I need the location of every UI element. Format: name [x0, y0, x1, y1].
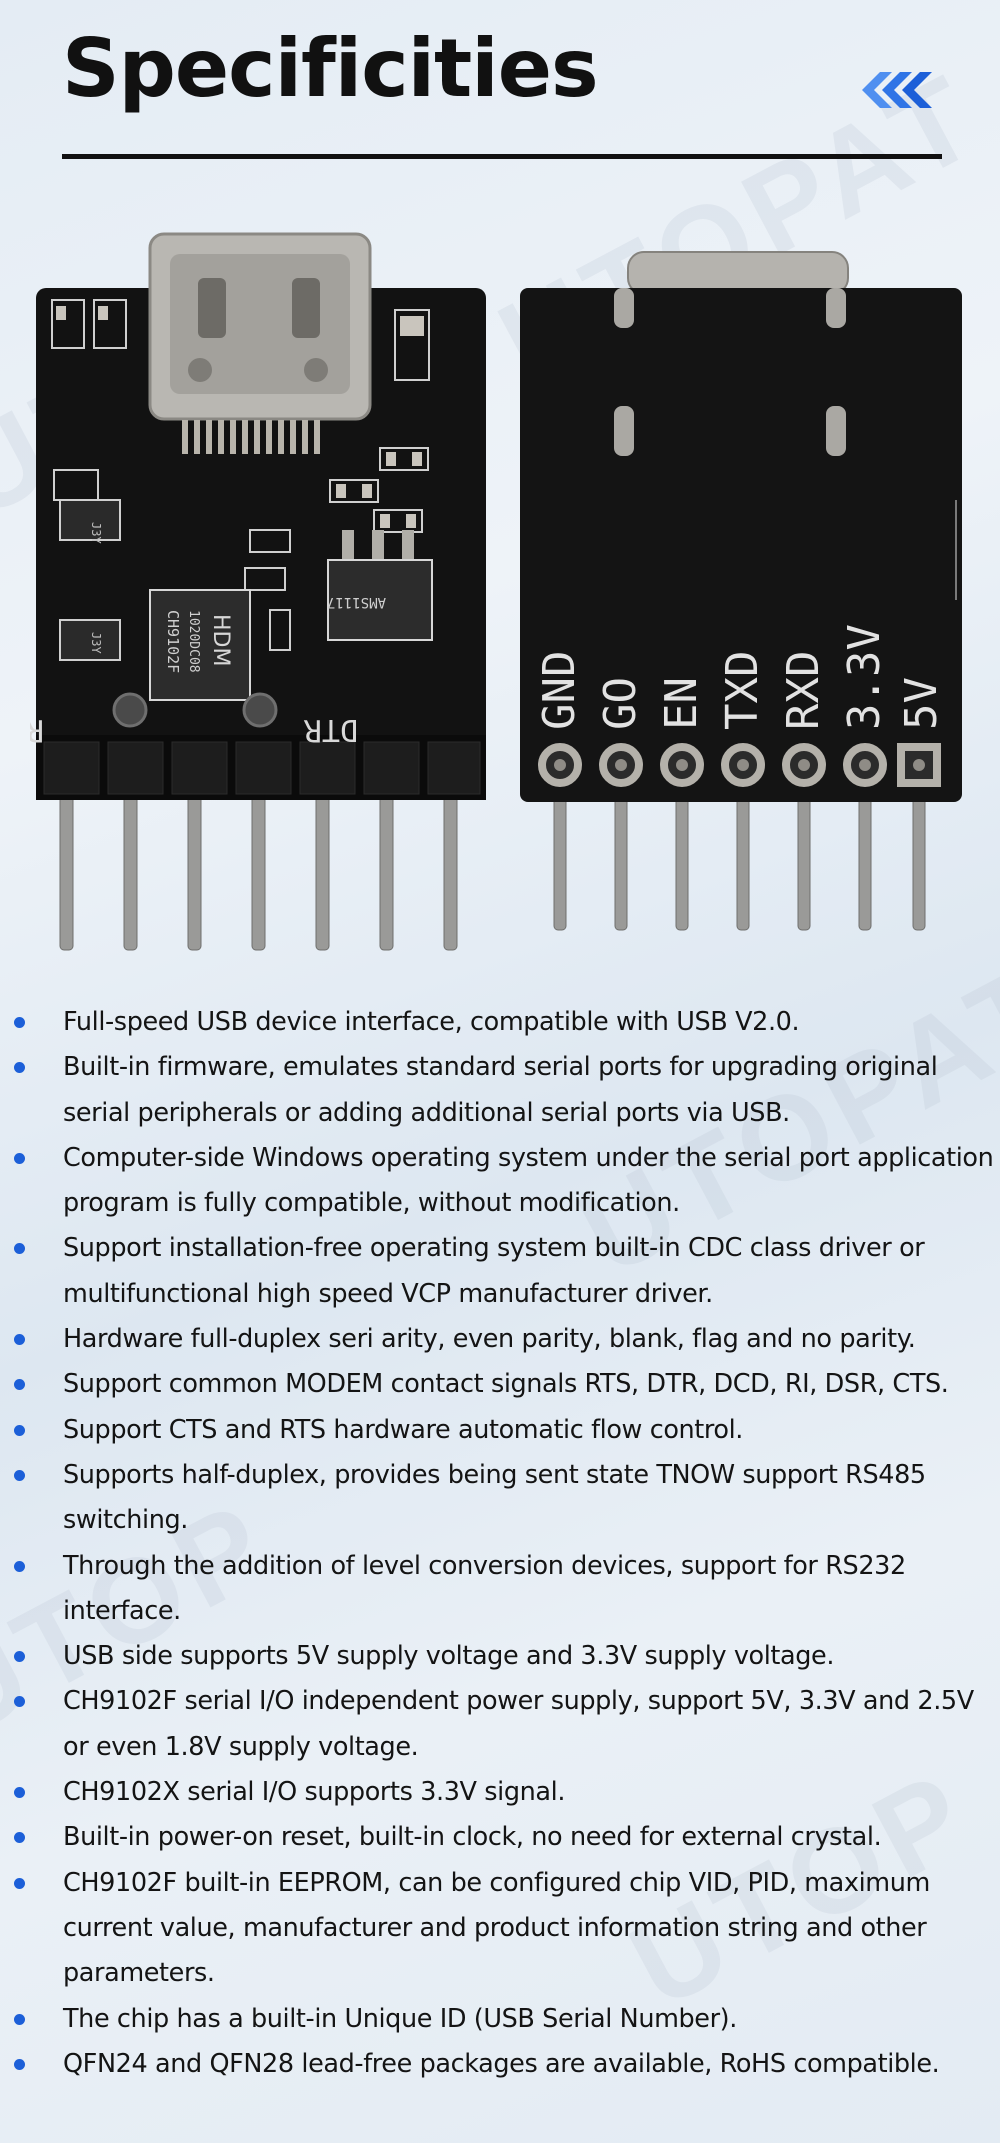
list-item: USB side supports 5V supply voltage and … — [14, 1634, 994, 1679]
bullet-icon — [14, 1379, 25, 1391]
pin-label-rxd: RXD — [778, 651, 829, 730]
bullet-icon — [14, 1832, 25, 1844]
bullet-icon — [14, 1017, 25, 1028]
list-item: Computer-side Windows operating system u… — [14, 1136, 994, 1227]
list-item: Supports half-duplex, provides being sen… — [14, 1453, 994, 1544]
bullet-icon — [14, 1334, 25, 1346]
list-item: CH9102F serial I/O independent power sup… — [14, 1679, 994, 1770]
bullet-icon — [14, 1152, 25, 1164]
list-item: Support installation-free operating syst… — [14, 1226, 994, 1317]
list-item: CH9102F built-in EEPROM, can be configur… — [14, 1861, 994, 1997]
pin-label-go: GO — [595, 677, 646, 730]
bullet-icon — [14, 1560, 25, 1572]
bullet-icon — [14, 1877, 25, 1889]
list-item: The chip has a built-in Unique ID (USB S… — [14, 1997, 994, 2042]
regulator-label: AMS1117 — [327, 594, 386, 610]
list-item: Through the addition of level conversion… — [14, 1544, 994, 1635]
list-item: Support CTS and RTS hardware automatic f… — [14, 1408, 994, 1453]
label-dtr: DTR — [303, 712, 358, 747]
label-rts: RTS — [30, 712, 44, 747]
board-back-image: GND GO EN TXD RXD 3.3V 5V — [520, 251, 962, 931]
title-divider — [62, 154, 942, 159]
bullet-icon — [14, 2058, 25, 2070]
list-item: CH9102X serial I/O supports 3.3V signal. — [14, 1770, 994, 1815]
bullet-icon — [14, 1469, 25, 1481]
bullet-icon — [14, 2013, 25, 2025]
bullet-icon — [14, 1651, 25, 1663]
board-front-image: J3Y J3Y CH9102F 1020DC08 HDM AMS1117 RTS… — [30, 232, 486, 951]
transistor-label: J3Y — [89, 522, 103, 544]
pin-label-en: EN — [656, 677, 707, 730]
logo-text: HDM — [208, 614, 233, 666]
page-title: Specificities — [62, 22, 599, 115]
bullet-icon — [14, 1696, 25, 1708]
pin-label-txd: TXD — [717, 651, 768, 730]
list-item: Full-speed USB device interface, compati… — [14, 1000, 994, 1045]
chip-code: 1020DC08 — [186, 610, 201, 673]
list-item: Built-in firmware, emulates standard ser… — [14, 1045, 994, 1136]
list-item: Hardware full-duplex seri arity, even pa… — [14, 1317, 994, 1362]
pin-label-gnd: GND — [534, 651, 585, 730]
chip-label: CH9102F — [164, 610, 182, 673]
bullet-icon — [14, 1062, 25, 1074]
feature-list: Full-speed USB device interface, compati… — [14, 1000, 994, 2087]
pin-label-3v3: 3.3V — [839, 624, 890, 730]
bullet-icon — [14, 1787, 25, 1799]
list-item: Support common MODEM contact signals RTS… — [14, 1362, 994, 1407]
page-header: Specificities — [62, 22, 942, 162]
chevron-left-icon — [862, 72, 932, 108]
pin-label-5v: 5V — [896, 677, 947, 730]
list-item: QFN24 and QFN28 lead-free packages are a… — [14, 2042, 994, 2087]
list-item: Built-in power-on reset, built-in clock,… — [14, 1815, 994, 1860]
product-photos: J3Y J3Y CH9102F 1020DC08 HDM AMS1117 RTS… — [30, 230, 970, 960]
bullet-icon — [14, 1424, 25, 1436]
bullet-icon — [14, 1243, 25, 1255]
transistor-label: J3Y — [89, 632, 103, 654]
